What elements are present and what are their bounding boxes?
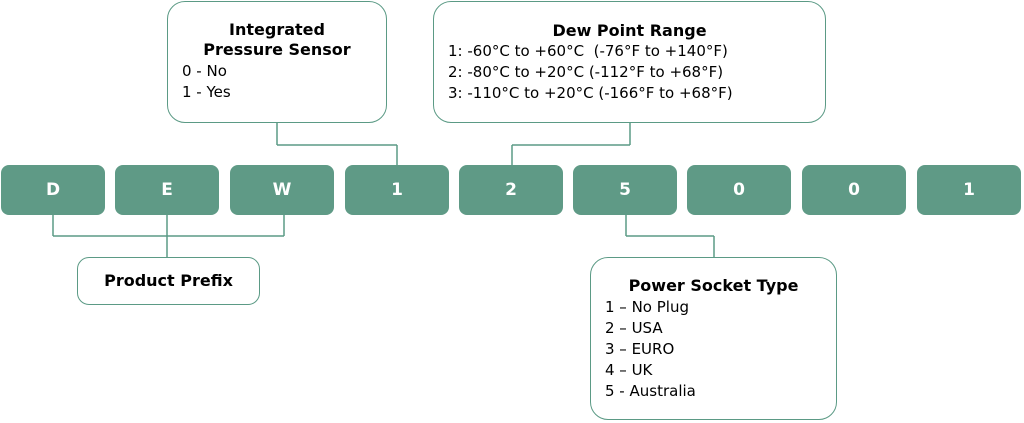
dew-point-range-option: 2: -80°C to +20°C (-112°F to +68°F) bbox=[448, 63, 724, 81]
dew-point-range-title: Dew Point Range bbox=[552, 21, 707, 40]
code-segment-power-socket: 5 bbox=[573, 165, 677, 215]
power-socket-option: 4 – UK bbox=[605, 361, 653, 379]
power-socket-option: 5 - Australia bbox=[605, 382, 696, 400]
power-socket-type-title: Power Socket Type bbox=[628, 276, 799, 295]
code-segment-pressure-sensor: 1 bbox=[345, 165, 449, 215]
pressure-sensor-option: 0 - No bbox=[182, 62, 227, 80]
code-segment-e: E bbox=[115, 165, 219, 215]
product-prefix-callout: Product Prefix bbox=[77, 257, 260, 305]
power-socket-option: 1 – No Plug bbox=[605, 298, 689, 316]
power-socket-option: 2 – USA bbox=[605, 319, 663, 337]
dew-point-range-option: 3: -110°C to +20°C (-166°F to +68°F) bbox=[448, 84, 733, 102]
code-segment-dew-point: 2 bbox=[459, 165, 563, 215]
pressure-sensor-title-line1: Integrated bbox=[229, 20, 325, 39]
dew-point-range-callout: Dew Point Range 1: -60°C to +60°C (-76°F… bbox=[433, 1, 826, 123]
code-segment-9: 1 bbox=[917, 165, 1021, 215]
code-segment-8: 0 bbox=[802, 165, 906, 215]
code-segment-d: D bbox=[1, 165, 105, 215]
pressure-sensor-title-line2: Pressure Sensor bbox=[203, 40, 351, 59]
dew-point-range-option: 1: -60°C to +60°C (-76°F to +140°F) bbox=[448, 42, 728, 60]
pressure-sensor-callout: Integrated Pressure Sensor 0 - No 1 - Ye… bbox=[167, 1, 387, 123]
pressure-sensor-option: 1 - Yes bbox=[182, 83, 231, 101]
power-socket-type-callout: Power Socket Type 1 – No Plug 2 – USA 3 … bbox=[590, 257, 837, 420]
code-segment-w: W bbox=[230, 165, 334, 215]
product-prefix-title: Product Prefix bbox=[104, 271, 233, 290]
code-segment-7: 0 bbox=[687, 165, 791, 215]
power-socket-option: 3 – EURO bbox=[605, 340, 675, 358]
